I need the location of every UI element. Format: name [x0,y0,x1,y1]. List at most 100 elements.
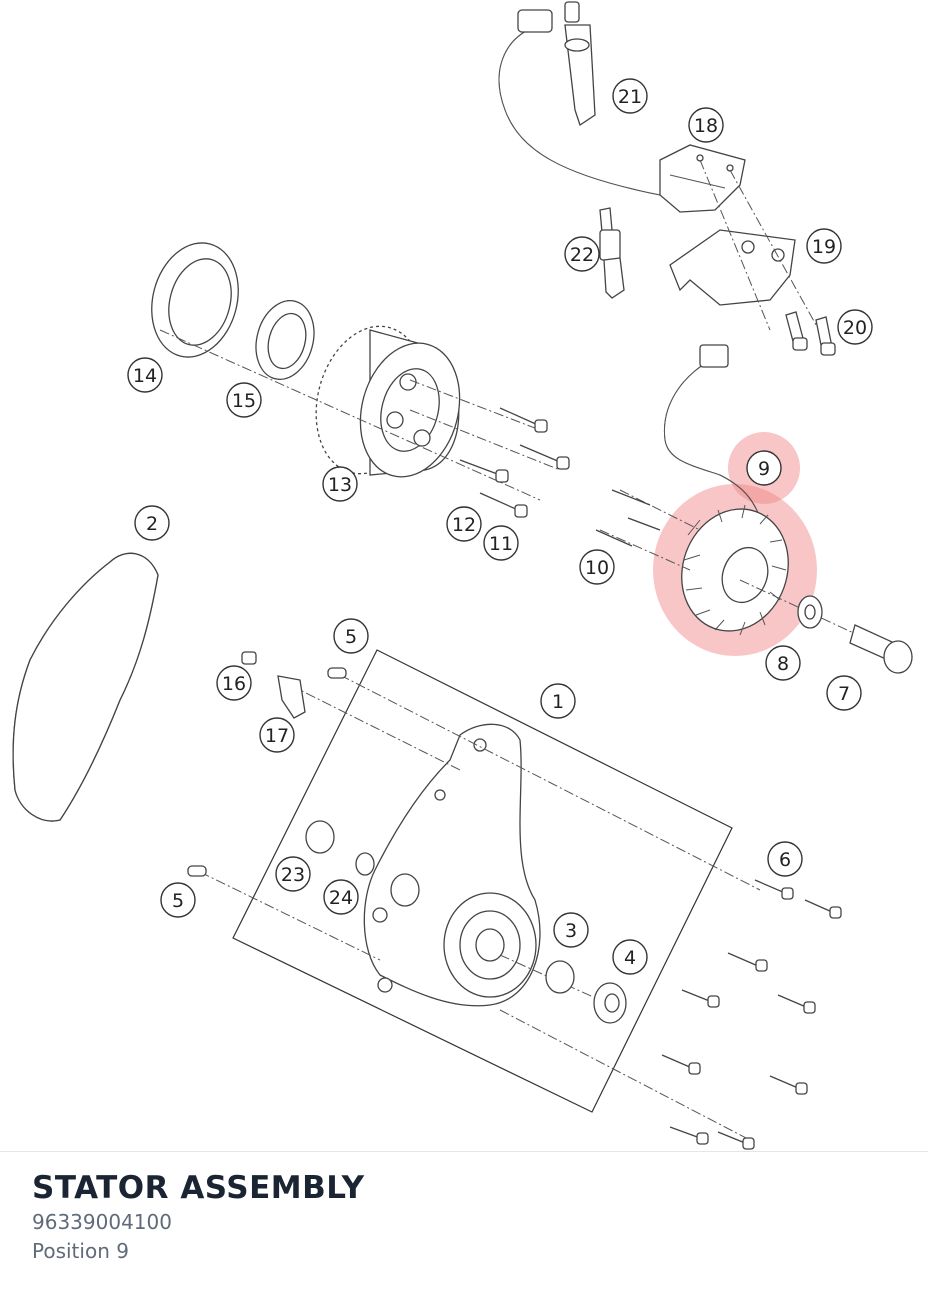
callout-19[interactable]: 19 [806,228,842,264]
callout-16[interactable]: 16 [216,665,252,701]
screw-16-part[interactable] [241,651,257,665]
callout-18[interactable]: 18 [688,107,724,143]
callout-label: 9 [758,458,770,480]
coil-bolt-part[interactable] [785,311,836,356]
generator-cover-part[interactable] [363,723,541,1007]
coil-bracket-part[interactable] [669,229,796,306]
callout-circle [826,675,862,711]
callout-label: 21 [618,86,642,108]
spark-plug-part[interactable] [599,207,625,299]
rotor-part[interactable] [300,314,474,488]
footer-divider [0,1151,928,1152]
callout-circle [806,228,842,264]
callout-label: 18 [694,115,718,137]
callout-12[interactable]: 12 [446,506,482,542]
callout-9[interactable]: 9 [746,450,782,486]
callout-label: 14 [133,365,157,387]
callout-label: 11 [489,533,513,555]
callout-circle [323,879,359,915]
part-number: 96339004100 [32,1210,172,1234]
washer-part[interactable] [797,595,823,629]
callout-circle [579,549,615,585]
callout-label: 15 [232,390,256,412]
callout-circle [333,618,369,654]
callout-label: 1 [552,691,564,713]
callout-label: 5 [172,890,184,912]
dowel-pin-part[interactable] [187,667,347,877]
callout-circle [612,78,648,114]
callout-label: 16 [222,673,246,695]
callout-label: 13 [328,474,352,496]
callout-label: 20 [843,317,867,339]
callout-circle [322,466,358,502]
plug-23-part[interactable] [305,820,335,854]
freewheel-part[interactable] [248,294,323,386]
callout-label: 3 [565,920,577,942]
callout-14[interactable]: 14 [127,357,163,393]
callout-circle [275,856,311,892]
callout-label: 23 [281,864,305,886]
callout-circle [160,882,196,918]
callout-circle [483,525,519,561]
callout-circle [564,236,600,272]
callout-label: 6 [779,849,791,871]
callout-circle [837,309,873,345]
callout-2[interactable]: 2 [134,505,170,541]
bolt-part[interactable] [849,624,913,674]
callout-4[interactable]: 4 [612,939,648,975]
callout-5[interactable]: 5 [160,882,196,918]
callout-circle [259,717,295,753]
callout-22[interactable]: 22 [564,236,600,272]
callout-circle [746,450,782,486]
callout-label: 2 [146,513,158,535]
callout-label: 5 [345,626,357,648]
rotor-bolt-part[interactable] [459,407,570,518]
callout-10[interactable]: 10 [579,549,615,585]
callout-circle [553,912,589,948]
callout-6[interactable]: 6 [767,841,803,877]
callout-circle [134,505,170,541]
callout-20[interactable]: 20 [837,309,873,345]
callout-circle [127,357,163,393]
callout-circle [688,107,724,143]
o-ring-24-part[interactable] [355,852,375,876]
stator-part[interactable] [663,344,805,646]
callout-label: 7 [838,683,850,705]
callout-circle [612,939,648,975]
callout-label: 10 [585,557,609,579]
ignition-cable-part[interactable] [498,1,661,196]
callout-3[interactable]: 3 [553,912,589,948]
callout-15[interactable]: 15 [226,382,262,418]
plug-4-part[interactable] [593,982,627,1024]
callout-13[interactable]: 13 [322,466,358,502]
callout-24[interactable]: 24 [323,879,359,915]
callout-circle [216,665,252,701]
callout-17[interactable]: 17 [259,717,295,753]
cover-bolt-part[interactable] [661,879,842,1150]
callout-label: 4 [624,947,636,969]
clip-17-part[interactable] [277,675,306,719]
callout-circle [765,645,801,681]
callout-21[interactable]: 21 [612,78,648,114]
callout-circle [767,841,803,877]
callout-circle [226,382,262,418]
callout-11[interactable]: 11 [483,525,519,561]
callout-23[interactable]: 23 [275,856,311,892]
callout-1[interactable]: 1 [540,683,576,719]
callout-label: 24 [329,887,353,909]
callout-label: 22 [570,244,594,266]
callout-5[interactable]: 5 [333,618,369,654]
part-position: Position 9 [32,1239,129,1263]
o-ring-3-part[interactable] [545,960,575,994]
seal-ring-part[interactable] [139,233,250,367]
gasket-part[interactable] [12,552,159,822]
callout-circle [446,506,482,542]
part-info-panel: STATOR ASSEMBLY 96339004100 Position 9 [32,1168,892,1266]
callout-label: 17 [265,725,289,747]
stator-screw-part[interactable] [595,489,661,547]
callout-7[interactable]: 7 [826,675,862,711]
callout-label: 8 [777,653,789,675]
callout-8[interactable]: 8 [765,645,801,681]
ignition-coil-part[interactable] [659,144,746,213]
